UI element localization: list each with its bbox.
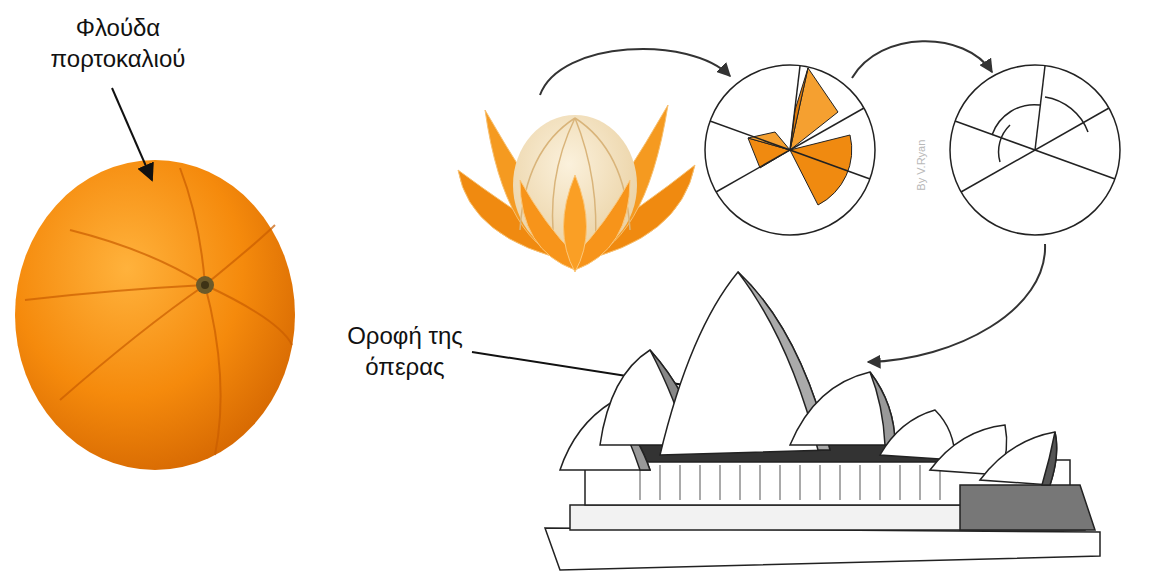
opera-house	[545, 272, 1100, 570]
leader-line	[112, 88, 152, 180]
part-label: Φλούδα πορτοκαλιού	[18, 12, 218, 74]
watermark: By V.Ryan	[914, 140, 928, 191]
segment-circle	[950, 65, 1120, 235]
segment-circle	[705, 65, 875, 235]
orange-photo	[15, 160, 295, 470]
process-arrow	[540, 41, 1045, 362]
part-label: Οροφή της όπερας	[330, 320, 480, 382]
peeled-orange	[458, 105, 695, 272]
